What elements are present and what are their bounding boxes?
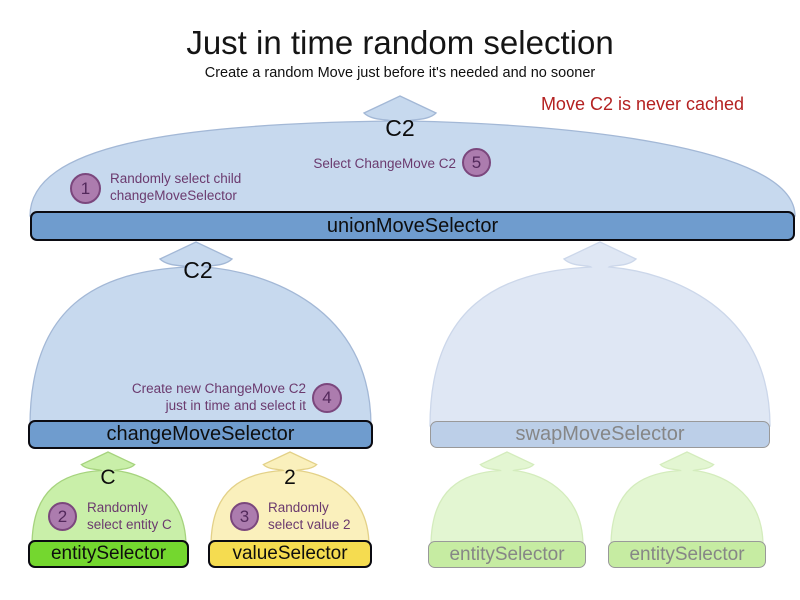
- step-2-badge: 2: [48, 502, 77, 531]
- step-4-annotation: Create new ChangeMove C2 just in time an…: [132, 380, 306, 414]
- swap-funnel-shape: [429, 241, 771, 427]
- entity-output-label: C: [100, 466, 116, 489]
- step-3-line-2: select value 2: [268, 517, 351, 532]
- change-funnel-shape: [29, 241, 372, 427]
- swap-move-selector-bar: swapMoveSelector: [430, 421, 770, 448]
- union-funnel-shape: [29, 95, 796, 217]
- page-subtitle: Create a random Move just before it's ne…: [204, 65, 596, 81]
- never-cached-note: Move C2 is never cached: [540, 94, 745, 114]
- step-3-line-1: Randomly: [268, 500, 329, 515]
- value-output-label: 2: [284, 466, 296, 489]
- change-move-selector-bar: changeMoveSelector: [28, 420, 373, 449]
- step-1-line-1: Randomly select child: [110, 171, 242, 186]
- entity-faded-funnel-shape-2: [610, 451, 764, 547]
- step-3-badge: 3: [230, 502, 259, 531]
- step-3-annotation: Randomly select value 2: [268, 499, 351, 533]
- step-1-line-2: changeMoveSelector: [110, 188, 237, 203]
- page-title: Just in time random selection: [186, 24, 614, 61]
- change-output-label: C2: [183, 257, 213, 283]
- step-2-annotation: Randomly select entity C: [87, 499, 172, 533]
- step-4-line-2: just in time and select it: [165, 398, 306, 413]
- entity-selector-faded-bar-1: entitySelector: [428, 541, 586, 568]
- step-4-line-1: Create new ChangeMove C2: [131, 381, 306, 396]
- step-2-line-2: select entity C: [87, 517, 172, 532]
- step-5-annotation: Select ChangeMove C2: [313, 155, 456, 172]
- entity-selector-faded-bar-2: entitySelector: [608, 541, 766, 568]
- step-1-annotation: Randomly select child changeMoveSelector: [110, 170, 241, 204]
- step-5-line-1: Select ChangeMove C2: [313, 156, 456, 171]
- value-selector-bar: valueSelector: [208, 540, 372, 568]
- union-move-selector-bar: unionMoveSelector: [30, 211, 795, 241]
- union-output-label: C2: [385, 115, 415, 141]
- entity-faded-funnel-shape-1: [430, 451, 584, 547]
- step-5-badge: 5: [462, 148, 491, 177]
- entity-selector-bar: entitySelector: [28, 540, 189, 568]
- step-1-badge: 1: [70, 173, 101, 204]
- step-2-line-1: Randomly: [87, 500, 148, 515]
- step-4-badge: 4: [312, 383, 342, 413]
